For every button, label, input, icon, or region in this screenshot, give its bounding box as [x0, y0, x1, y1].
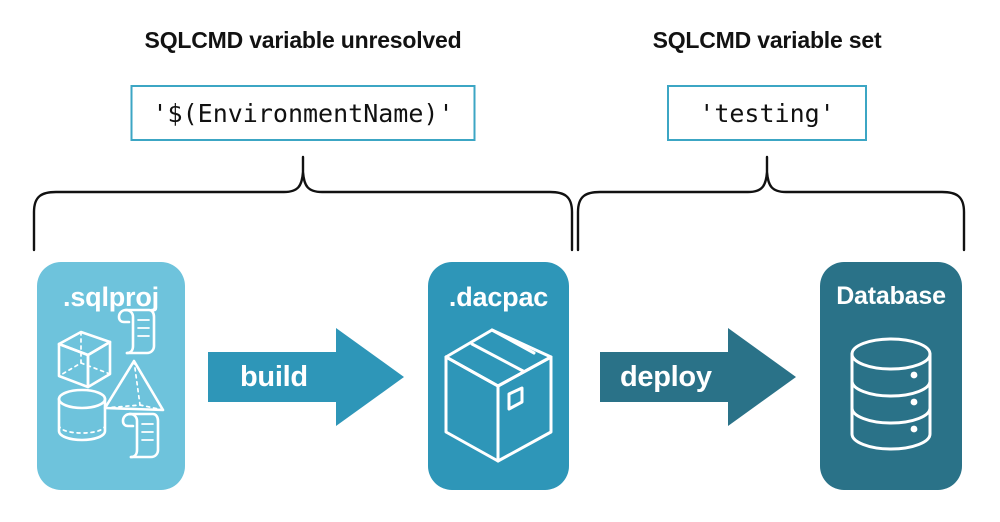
scroll-icon-top [117, 308, 156, 355]
heading-sqlcmd-variable-unresolved: SQLCMD variable unresolved [144, 27, 462, 53]
arrow-build: build [208, 328, 404, 426]
arrow-build-label: build [240, 361, 308, 393]
deploy-arrow-shape [600, 328, 796, 426]
variable-unresolved-value: '$(EnvironmentName)' [152, 98, 454, 128]
pyramid-icon [103, 359, 165, 412]
arrow-deploy-label: deploy [620, 361, 712, 393]
right-curly-brace [576, 155, 966, 252]
sqlproj-artwork [57, 308, 165, 459]
node-dacpac[interactable]: .dacpac [428, 262, 569, 490]
database-artwork [850, 337, 932, 451]
database-cylinder-icon [850, 337, 932, 451]
variable-set-box: 'testing' [667, 85, 867, 141]
heading-sqlcmd-variable-set: SQLCMD variable set [652, 27, 882, 53]
node-sqlproj[interactable]: .sqlproj [37, 262, 185, 490]
cube-icon [57, 330, 112, 389]
left-curly-brace [32, 155, 574, 252]
variable-unresolved-box: '$(EnvironmentName)' [130, 85, 476, 141]
cylinder-icon [57, 388, 107, 442]
scroll-icon-bottom [121, 412, 160, 459]
dacpac-artwork [444, 328, 553, 463]
package-box-icon [444, 328, 553, 463]
variable-set-value: 'testing' [699, 98, 835, 128]
node-database[interactable]: Database [820, 262, 962, 490]
database-status-dots [910, 371, 918, 433]
node-sqlproj-label: .sqlproj [63, 282, 159, 312]
build-arrow-shape [208, 328, 404, 426]
node-dacpac-label: .dacpac [448, 282, 549, 312]
node-database-label: Database [836, 282, 946, 310]
arrow-deploy: deploy [600, 328, 796, 426]
